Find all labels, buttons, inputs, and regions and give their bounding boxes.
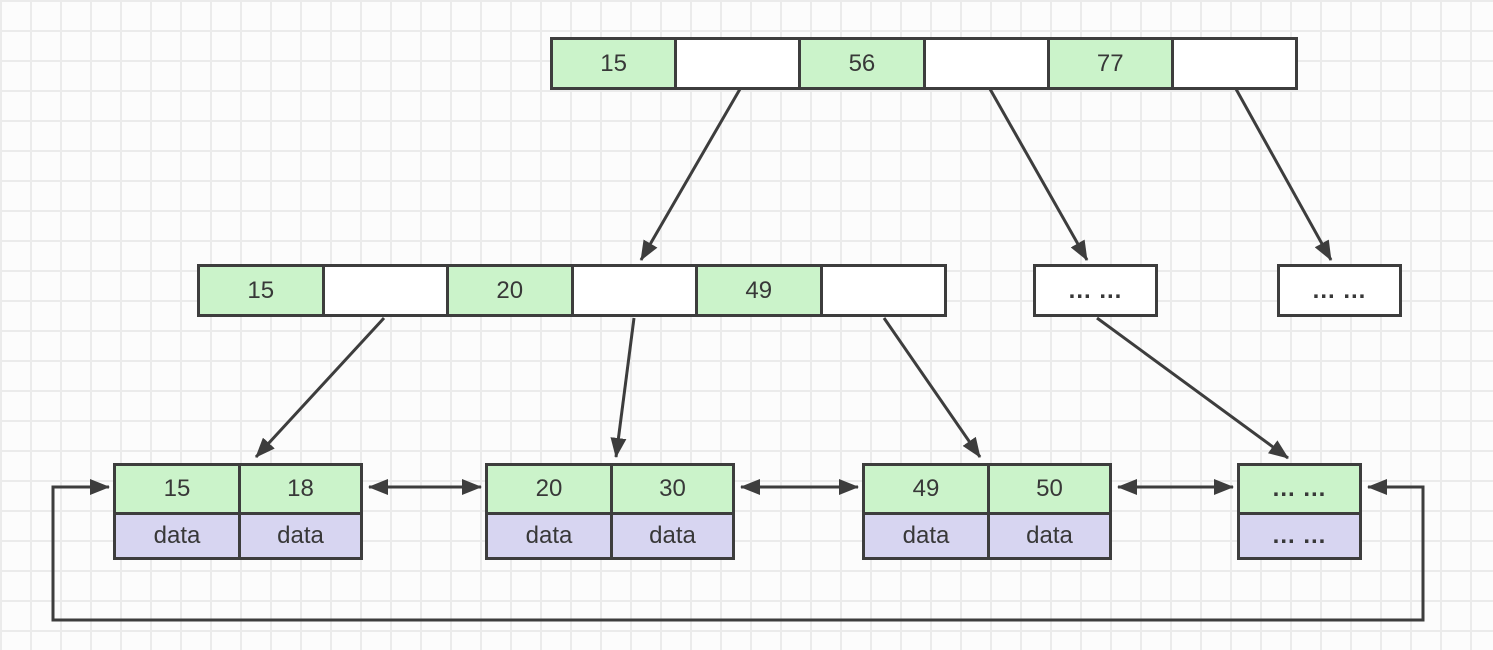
internal-key-cell[interactable]: 20 [446,267,571,314]
internal-key-cell[interactable]: 15 [200,267,322,314]
overflow-left-cell[interactable]: ... ... [1036,267,1155,314]
edge-internal-to-leaf1[interactable] [254,316,386,459]
edge-overflow-left-to-leaf4[interactable] [1096,316,1289,460]
root-key-cell[interactable]: 56 [798,40,923,87]
internal-pointer-cell[interactable] [819,267,944,314]
root-key-cell[interactable]: 15 [553,40,675,87]
leaf3-key-cell[interactable]: 49 [865,466,987,512]
node-leaf1[interactable]: 15 18 data data [113,463,363,560]
edge-internal-to-leaf3[interactable] [882,317,982,458]
edge-root-to-overflow-left[interactable] [988,88,1089,261]
leaf2-data-cell[interactable]: data [610,511,732,557]
leaf4-data-cell[interactable]: ... ... [1240,511,1359,557]
leaf1-data-cell[interactable]: data [116,511,238,557]
leaf1-key-cell[interactable]: 15 [116,466,238,512]
leaf2-key-cell[interactable]: 30 [610,466,732,512]
leaf4-key-cell[interactable]: ... ... [1240,466,1359,512]
node-overflow-right[interactable]: ... ... [1277,264,1402,317]
node-leaf2[interactable]: 20 30 data data [485,463,735,560]
edge-internal-to-leaf2[interactable] [610,317,636,458]
node-internal[interactable]: 15 20 49 [197,264,947,317]
root-pointer-cell[interactable] [674,40,799,87]
root-pointer-cell[interactable] [922,40,1047,87]
leaf2-key-cell[interactable]: 20 [488,466,610,512]
node-leaf3[interactable]: 49 50 data data [862,463,1112,560]
overflow-right-cell[interactable]: ... ... [1280,267,1399,314]
node-overflow-left[interactable]: ... ... [1033,264,1158,317]
root-pointer-cell[interactable] [1170,40,1296,87]
leaf3-data-cell[interactable]: data [987,511,1109,557]
internal-pointer-cell[interactable] [321,267,446,314]
edge-root-to-internal[interactable] [639,88,742,261]
leaf3-key-cell[interactable]: 50 [987,466,1109,512]
node-leaf4[interactable]: ... ... ... ... [1237,463,1362,560]
leaf3-data-cell[interactable]: data [865,511,987,557]
root-key-cell[interactable]: 77 [1046,40,1171,87]
node-root[interactable]: 15 56 77 [550,37,1298,90]
leaf1-key-cell[interactable]: 18 [238,466,360,512]
edge-circular-link-leaf4-to-leaf1[interactable] [51,479,1425,622]
internal-key-cell[interactable]: 49 [695,267,820,314]
leaf2-data-cell[interactable]: data [488,511,610,557]
leaf1-data-cell[interactable]: data [238,511,360,557]
edge-root-to-overflow-right[interactable] [1234,88,1333,261]
internal-pointer-cell[interactable] [570,267,695,314]
